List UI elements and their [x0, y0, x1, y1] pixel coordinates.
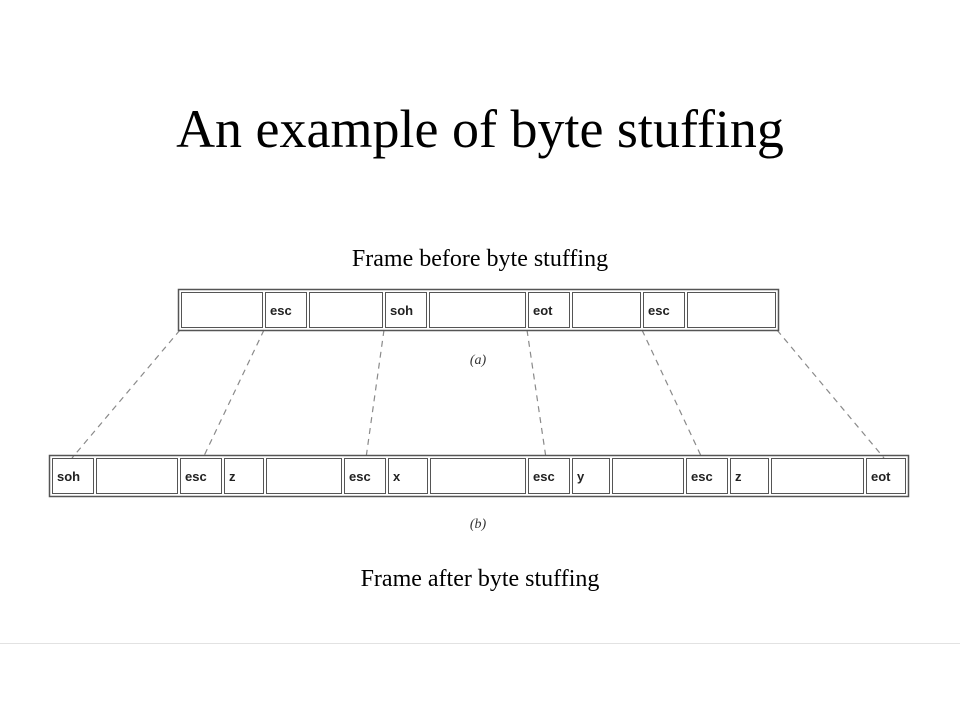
byte-cell-soh	[385, 292, 427, 328]
byte-label-esc: esc	[691, 469, 713, 484]
mapping-line	[202, 329, 265, 459]
byte-cell-data	[572, 292, 641, 328]
slide-title: An example of byte stuffing	[176, 99, 784, 159]
byte-cell-data	[687, 292, 776, 328]
byte-cell-eot	[528, 292, 570, 328]
frame-outline	[48, 454, 910, 498]
frame-before: esc soh eot esc	[177, 288, 780, 332]
caption-after-stuffing: Frame after byte stuffing	[360, 566, 600, 592]
footer-divider	[0, 643, 960, 644]
byte-cell-esc	[265, 292, 307, 328]
byte-cell-esc	[344, 458, 386, 494]
byte-cell-x	[388, 458, 428, 494]
mapping-lines	[71, 329, 885, 459]
byte-cell-data	[96, 458, 178, 494]
byte-label-z: z	[735, 469, 742, 484]
mapping-line	[526, 329, 547, 459]
byte-cell-y	[572, 458, 610, 494]
byte-label-eot: eot	[871, 469, 891, 484]
byte-cell-data	[430, 458, 526, 494]
byte-cell-data	[429, 292, 526, 328]
mapping-line	[641, 329, 703, 459]
byte-cell-soh	[52, 458, 94, 494]
byte-cell-data	[309, 292, 383, 328]
byte-cell-esc	[528, 458, 570, 494]
byte-cell-z	[730, 458, 769, 494]
byte-label-esc: esc	[270, 303, 292, 318]
byte-cell-data	[771, 458, 864, 494]
byte-label-esc: esc	[648, 303, 670, 318]
frame-outline	[177, 288, 780, 332]
frame-before-label: (a)	[470, 353, 487, 368]
caption-before-stuffing: Frame before byte stuffing	[351, 246, 609, 272]
mapping-line	[71, 329, 181, 459]
byte-label-esc: esc	[349, 469, 371, 484]
byte-label-soh: soh	[57, 469, 80, 484]
byte-cell-esc	[643, 292, 685, 328]
byte-cell-esc	[686, 458, 728, 494]
byte-cell-data	[266, 458, 342, 494]
byte-label-esc: esc	[185, 469, 207, 484]
byte-label-soh: soh	[390, 303, 413, 318]
byte-cell-data	[612, 458, 684, 494]
byte-cell-esc	[180, 458, 222, 494]
mapping-line	[776, 329, 885, 459]
byte-label-x: x	[393, 469, 401, 484]
byte-cell-eot	[866, 458, 906, 494]
frame-after: soh esc z esc x esc y esc z eot	[48, 454, 910, 498]
byte-label-esc: esc	[533, 469, 555, 484]
byte-cell-z	[224, 458, 264, 494]
byte-cell-data	[181, 292, 263, 328]
byte-label-eot: eot	[533, 303, 553, 318]
mapping-line	[365, 329, 385, 459]
byte-label-y: y	[577, 469, 585, 484]
frame-after-label: (b)	[470, 517, 487, 532]
byte-label-z: z	[229, 469, 236, 484]
